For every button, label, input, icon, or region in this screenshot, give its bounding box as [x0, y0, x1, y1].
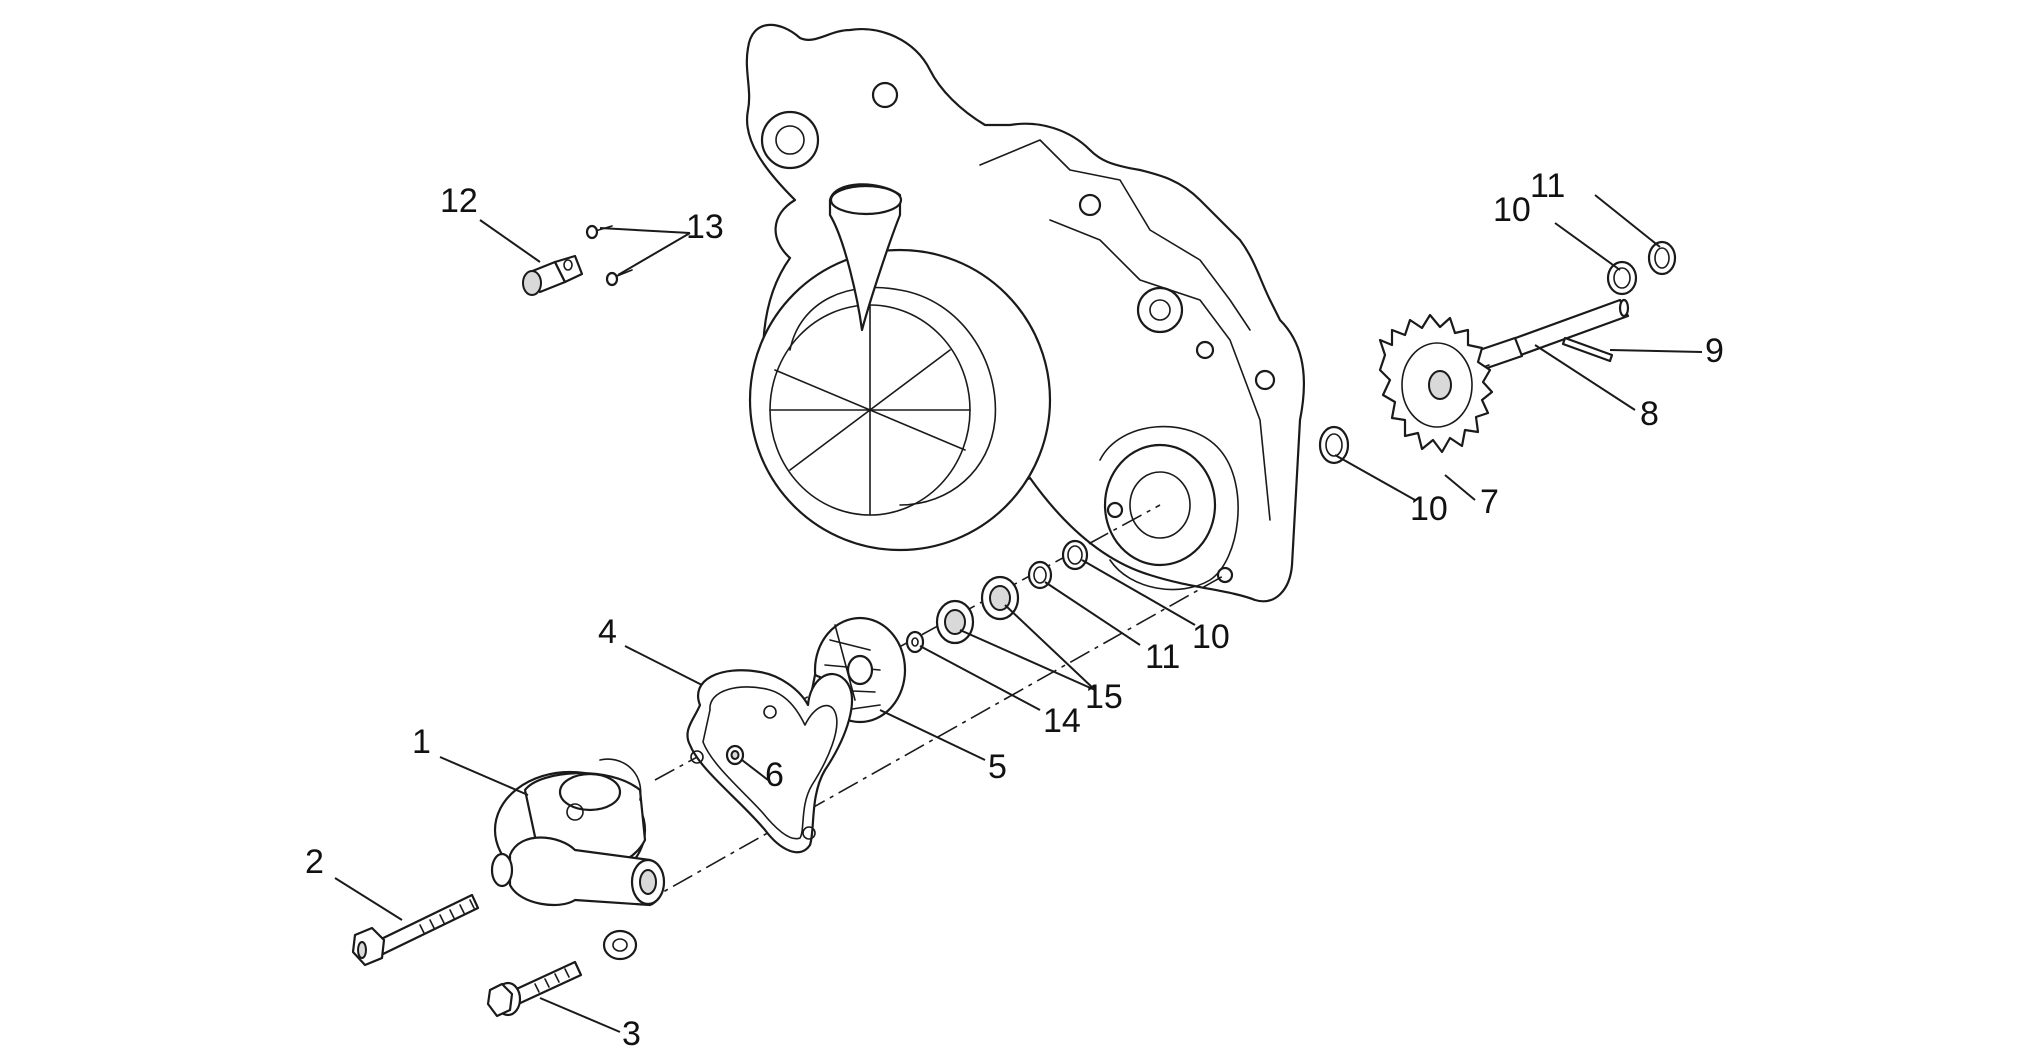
leader-10c: [1081, 559, 1196, 626]
leader-8: [1534, 344, 1636, 411]
pump-housing: [490, 758, 666, 961]
engine-cover: [745, 23, 1306, 603]
flange-bolt: [486, 960, 583, 1018]
callout-3: 3: [622, 1015, 641, 1051]
cover-filler-cap: [829, 184, 903, 216]
callout-11a: 11: [1530, 167, 1565, 205]
callout-10a: 10: [1493, 191, 1531, 229]
leader-12: [479, 219, 541, 263]
leader-10a: [1554, 222, 1621, 271]
leader-1: [439, 756, 529, 796]
leader-7: [1444, 474, 1476, 501]
leader-13: [599, 227, 691, 276]
cover-boss-upper-right: [871, 81, 899, 109]
cover-hole-e: [1216, 566, 1234, 584]
callout-4: 4: [598, 613, 617, 651]
cover-hole-b: [1136, 286, 1184, 334]
leader-11a: [1594, 194, 1661, 248]
leader-10b: [1334, 454, 1416, 501]
leader-6: [741, 759, 769, 781]
pin: [1561, 336, 1614, 363]
cover-hole-c: [1195, 340, 1215, 360]
leader-2: [334, 877, 403, 921]
cover-dome-rim: [789, 286, 997, 506]
cover-flywheel-dome: [748, 248, 1052, 552]
leader-11b: [1044, 581, 1141, 646]
seals: [935, 575, 1020, 645]
callout-9: 9: [1705, 332, 1724, 370]
callout-14: 14: [1043, 702, 1081, 740]
callout-2: 2: [305, 843, 324, 881]
cover-boss-top-inner: [775, 125, 805, 155]
washer-top: [1606, 260, 1638, 296]
callout-7: 7: [1480, 483, 1499, 521]
drain-plug: [522, 254, 584, 296]
leader-14: [919, 645, 1041, 711]
cover-hole-d: [1254, 369, 1276, 391]
leader-5: [879, 709, 986, 761]
callout-5: 5: [988, 748, 1007, 786]
callout-13: 13: [686, 208, 724, 246]
cover-pump-seat-inner: [1129, 471, 1191, 539]
circlip-top: [1647, 240, 1677, 276]
cover-window-cross: [769, 304, 971, 516]
callout-8: 8: [1640, 395, 1659, 433]
callout-11b: 11: [1145, 638, 1180, 676]
washer-gear: [1318, 425, 1350, 465]
callout-10c: 10: [1192, 618, 1230, 656]
small-washer: [905, 630, 925, 654]
callouts: 1 2 3 4 5 6 7 8 9 10 11 10 10 11 12 13 1…: [305, 167, 1724, 1051]
callout-10b: 10: [1410, 490, 1448, 528]
long-bolt: [351, 893, 480, 967]
leader-lines: [334, 194, 1703, 1033]
washer-lower: [1061, 539, 1089, 571]
screws: [585, 224, 633, 287]
cover-hole-a: [1078, 193, 1102, 217]
gasket: [686, 669, 854, 854]
leader-3: [539, 997, 621, 1033]
callout-6: 6: [765, 756, 784, 794]
cover-filler-neck: [828, 183, 902, 332]
assembly-axis-lower: [639, 574, 1226, 906]
leader-4: [624, 645, 703, 686]
callout-1: 1: [412, 723, 431, 761]
leader-9: [1609, 349, 1703, 353]
callout-12: 12: [440, 182, 478, 220]
cover-rib-upper: [979, 139, 1251, 331]
nut: [725, 744, 745, 766]
cover-hole-f: [1106, 501, 1124, 519]
cover-rib-lower: [1049, 219, 1271, 521]
cover-boss-top: [760, 110, 820, 170]
leader-15: [959, 604, 1096, 691]
cover-pump-flange: [1099, 425, 1239, 591]
callout-15: 15: [1085, 678, 1123, 716]
cover-hole-b-inner: [1149, 299, 1171, 321]
gear: [1378, 313, 1494, 454]
